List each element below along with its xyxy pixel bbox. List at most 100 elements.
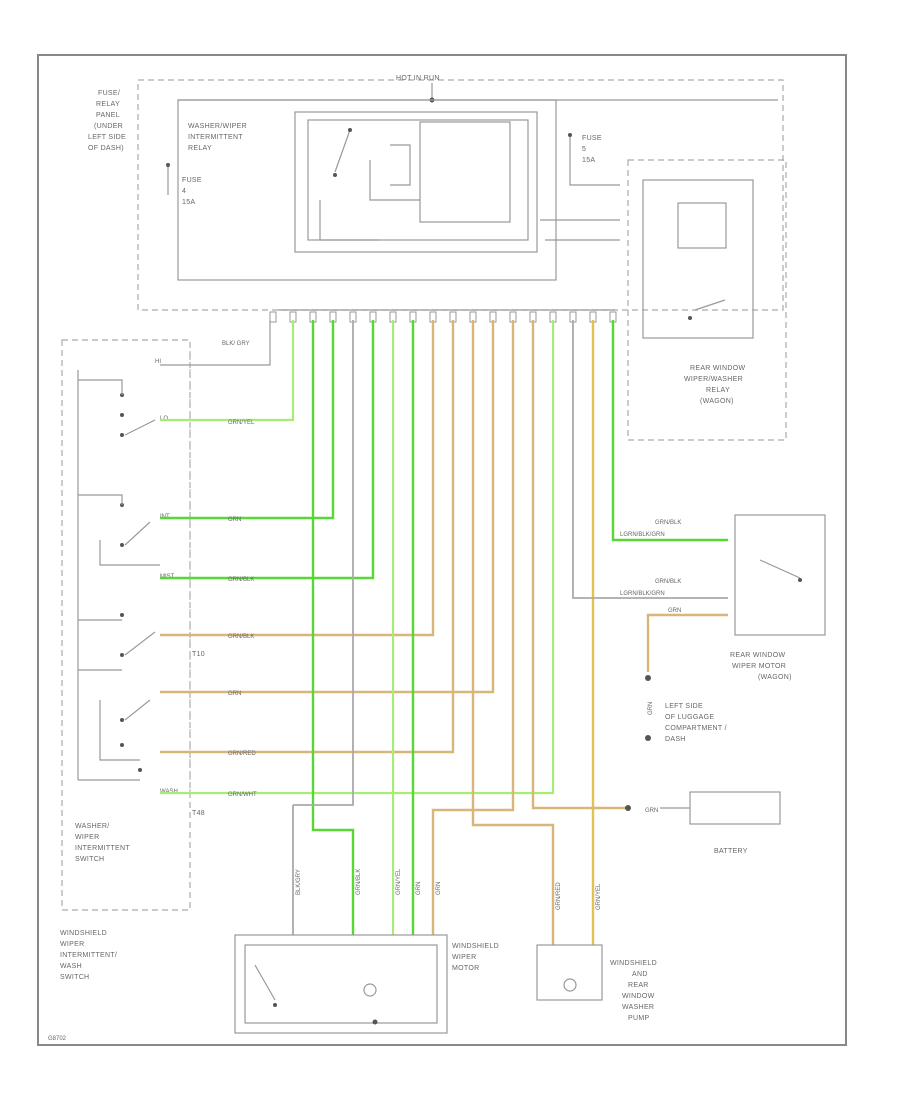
switch-label: WASHER/ WIPER INTERMITTENT SWITCH <box>75 823 130 863</box>
svg-text:GRN/WHT: GRN/WHT <box>228 792 257 798</box>
wire-to-pump-grn-red <box>471 320 555 945</box>
svg-text:INTERMITTENT: INTERMITTENT <box>75 845 130 852</box>
svg-text:BLK/GRY: BLK/GRY <box>296 869 302 895</box>
wire-grn <box>160 320 495 694</box>
wire-rear-grn-blk-2 <box>572 320 728 599</box>
svg-text:FUSE: FUSE <box>582 135 602 142</box>
svg-text:GRN/BLK: GRN/BLK <box>228 577 254 583</box>
svg-text:15A: 15A <box>182 199 195 206</box>
rear-wire-labels: GRN/BLK GRN/BLK LGRN/BLK/GRN LGRN/BLK/GR… <box>620 520 681 614</box>
svg-text:RELAY: RELAY <box>188 145 212 152</box>
washer-pump-label: WINDSHIELD AND REAR WINDOW WASHER PUMP <box>610 960 657 1022</box>
svg-text:LGRN/BLK/GRN: LGRN/BLK/GRN <box>620 532 665 538</box>
svg-text:(UNDER: (UNDER <box>94 123 123 130</box>
svg-text:GRN/BLK: GRN/BLK <box>655 579 681 585</box>
svg-text:PUMP: PUMP <box>628 1015 649 1022</box>
wire-grn-blk-mist <box>160 320 375 580</box>
svg-text:RELAY: RELAY <box>96 101 120 108</box>
connector-t10: T10 <box>192 651 205 658</box>
fuse-panel-label: FUSE/ RELAY PANEL (UNDER LEFT SIDE OF DA… <box>88 90 126 152</box>
intermittent-relay-label: WASHER/WIPER INTERMITTENT RELAY <box>188 123 247 152</box>
svg-text:LEFT SIDE: LEFT SIDE <box>88 134 126 141</box>
relay-connector-pins <box>269 311 617 323</box>
svg-text:GRN/YEL: GRN/YEL <box>596 883 602 910</box>
svg-text:SWITCH: SWITCH <box>75 856 104 863</box>
fuse-relay-panel <box>137 79 784 311</box>
svg-text:WINDOW: WINDOW <box>622 993 655 1000</box>
svg-text:GRN/YEL: GRN/YEL <box>228 420 255 426</box>
svg-text:LGRN/BLK/GRN: LGRN/BLK/GRN <box>620 591 665 597</box>
rear-relay-label: REAR WINDOW WIPER/WASHER RELAY (WAGON) <box>684 365 745 405</box>
svg-text:HI: HI <box>155 359 161 365</box>
svg-text:WIPER: WIPER <box>75 834 99 841</box>
wire-rear-grn <box>646 613 728 672</box>
rear-relay-coil <box>677 202 727 249</box>
ground-wire-label: GRN <box>648 702 654 715</box>
relay-module <box>419 121 511 223</box>
wire-rear-grn-blk-1 <box>611 320 728 542</box>
svg-text:WASHER/: WASHER/ <box>75 823 110 830</box>
svg-text:WIPER: WIPER <box>60 941 84 948</box>
svg-text:4: 4 <box>182 188 186 195</box>
connector-pin <box>269 311 277 323</box>
svg-text:COMPARTMENT /: COMPARTMENT / <box>665 725 727 732</box>
windshield-switch-label: WINDSHIELD WIPER INTERMITTENT/ WASH SWIT… <box>60 930 117 981</box>
svg-text:GRN/BLK: GRN/BLK <box>356 869 362 895</box>
svg-text:PANEL: PANEL <box>96 112 120 119</box>
svg-text:(WAGON): (WAGON) <box>700 398 734 405</box>
svg-text:DASH: DASH <box>665 736 686 743</box>
svg-text:AND: AND <box>632 971 648 978</box>
hot-in-run-label: HOT IN RUN <box>396 75 440 82</box>
svg-text:INTERMITTENT/: INTERMITTENT/ <box>60 952 117 959</box>
battery <box>689 791 781 825</box>
figure-id: G8702 <box>48 1036 67 1042</box>
svg-text:WINDSHIELD: WINDSHIELD <box>610 960 657 967</box>
svg-text:SWITCH: SWITCH <box>60 974 89 981</box>
svg-text:5: 5 <box>582 146 586 153</box>
svg-text:GRN/BLK: GRN/BLK <box>655 520 681 526</box>
relay-inner <box>294 111 538 253</box>
svg-text:15A: 15A <box>582 157 595 164</box>
switch-wire-labels: GRN/YEL GRN GRN/BLK GRN/BLK GRN GRN/RED … <box>228 420 257 798</box>
battery-label: BATTERY <box>714 848 748 855</box>
svg-text:WIPER MOTOR: WIPER MOTOR <box>732 663 786 670</box>
wire-grn-blk-lo <box>160 320 435 637</box>
bottom-wire-labels: BLK/GRY GRN/BLK GRN/YEL GRN GRN GRN/RED … <box>296 868 602 910</box>
fuse-5: FUSE 5 15A <box>568 133 602 164</box>
svg-text:GRN: GRN <box>228 691 241 697</box>
svg-text:WINDSHIELD: WINDSHIELD <box>60 930 107 937</box>
wire-grn-wht <box>160 320 555 795</box>
wire-grn-red <box>160 320 455 754</box>
svg-text:(WAGON): (WAGON) <box>758 674 792 681</box>
wire-grn-int <box>160 320 335 520</box>
svg-text:OF LUGGAGE: OF LUGGAGE <box>665 714 714 721</box>
washer-wiper-intermittent-relay <box>177 99 557 281</box>
fuse-4: FUSE 4 15A <box>166 163 202 206</box>
svg-text:GRN: GRN <box>416 882 422 895</box>
rear-motor-label: REAR WINDOW WIPER MOTOR (WAGON) <box>730 652 792 681</box>
connector-t48: T48 <box>192 810 205 817</box>
svg-text:WASHER/WIPER: WASHER/WIPER <box>188 123 247 130</box>
switch-contacts <box>78 379 160 781</box>
windshield-wiper-motor <box>234 934 448 1034</box>
rear-window-wiper-washer-relay <box>627 159 787 441</box>
svg-text:GRN/YEL: GRN/YEL <box>396 868 402 895</box>
wire-to-battery <box>531 320 628 810</box>
svg-text:REAR WINDOW: REAR WINDOW <box>690 365 745 372</box>
svg-text:FUSE: FUSE <box>182 177 202 184</box>
svg-text:LEFT SIDE: LEFT SIDE <box>665 703 703 710</box>
svg-text:REAR: REAR <box>628 982 649 989</box>
svg-text:RELAY: RELAY <box>706 387 730 394</box>
wire-to-motor-grn-blk <box>311 320 355 935</box>
rear-window-wiper-motor <box>734 514 826 636</box>
svg-text:WIPER: WIPER <box>452 954 476 961</box>
svg-text:GRN: GRN <box>668 608 681 614</box>
relay-contact <box>334 129 351 173</box>
battery-wire-label: GRN <box>645 808 658 814</box>
svg-text:GRN: GRN <box>436 882 442 895</box>
wire-grn-yel-hi <box>160 320 295 422</box>
svg-text:MOTOR: MOTOR <box>452 965 479 972</box>
svg-text:WINDSHIELD: WINDSHIELD <box>452 943 499 950</box>
svg-text:GRN/BLK: GRN/BLK <box>228 634 254 640</box>
